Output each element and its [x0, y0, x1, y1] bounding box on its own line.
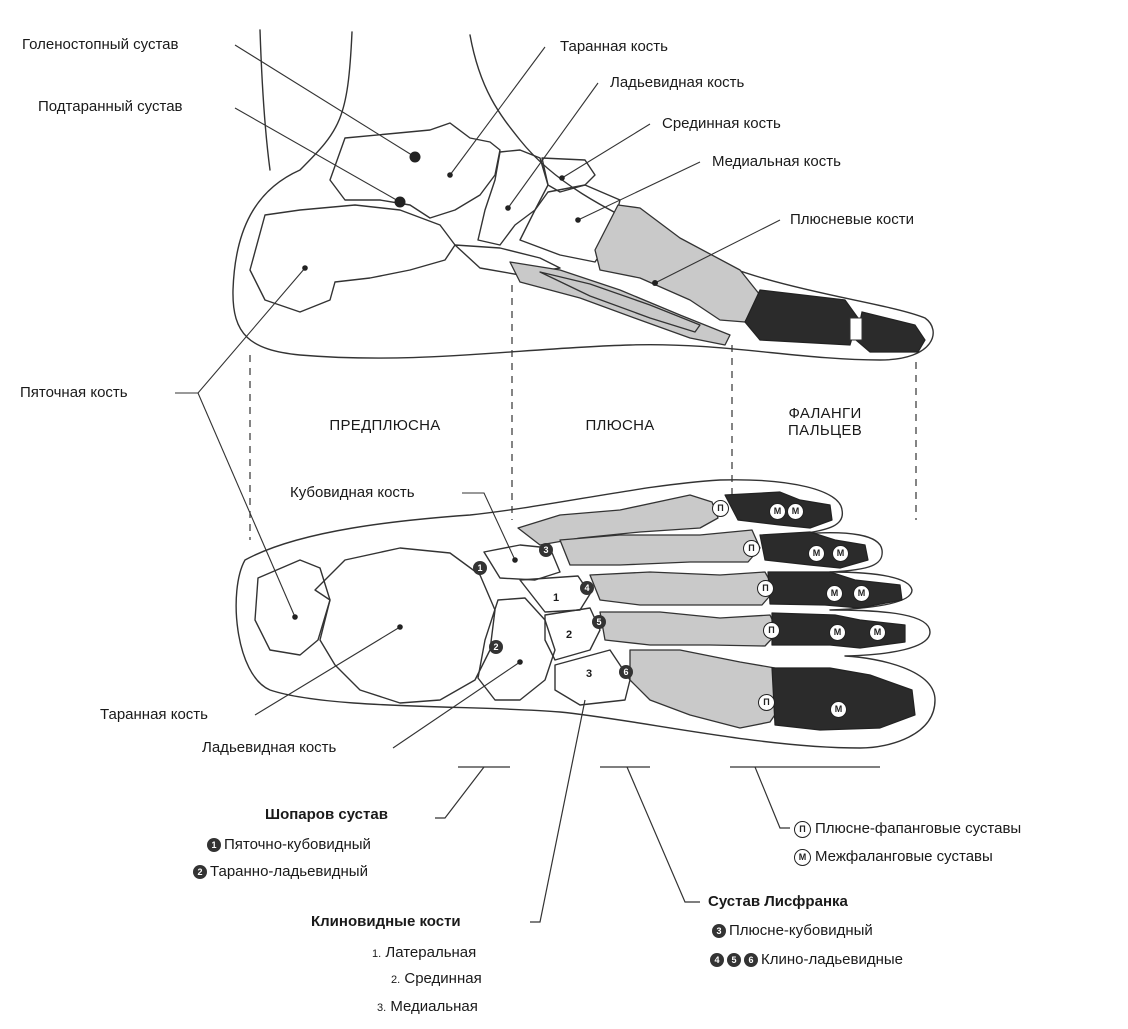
- ip-badge-toe4a: М: [808, 545, 825, 562]
- joint-badge-5: 5: [592, 615, 606, 629]
- mtp-badge-toe5: П: [712, 500, 729, 517]
- top-calcaneus: [254, 559, 331, 656]
- top-metatarsal-3: [589, 571, 776, 606]
- mtp-badge-toe3: П: [757, 580, 774, 597]
- cuneiform-number-2: 2: [566, 629, 573, 641]
- badge-m: М: [794, 849, 811, 866]
- ip-badge-toe5a: М: [769, 503, 786, 520]
- legend-cuneiform-2: 2. Срединная: [391, 970, 482, 987]
- top-cuneiform-2: [544, 607, 601, 661]
- ip-badge-toe3a: М: [826, 585, 843, 602]
- joint-badge-1: 1: [473, 561, 487, 575]
- side-cuboid: [454, 244, 561, 276]
- top-foot-skin-outline: [235, 479, 936, 749]
- joint-badge-6: 6: [619, 665, 633, 679]
- side-calcaneus: [249, 204, 456, 313]
- joint-badge-4: 4: [580, 581, 594, 595]
- badge-5: 5: [727, 953, 741, 967]
- side-proximal-phalanx: [744, 289, 859, 346]
- ip-badge-toe5b: М: [787, 503, 804, 520]
- badge-4: 4: [710, 953, 724, 967]
- side-navicular: [477, 149, 549, 246]
- badge-1: 1: [207, 838, 221, 852]
- mtp-badge-toe4: П: [743, 540, 760, 557]
- section-metatarsus: ПЛЮСНА: [585, 417, 655, 434]
- mtp-badge-toe1: П: [758, 694, 775, 711]
- badge-p: П: [794, 821, 811, 838]
- cuneiform-number-1: 1: [553, 592, 560, 604]
- label-talus-side: Таранная кость: [560, 38, 668, 55]
- label-talus-top: Таранная кость: [100, 706, 208, 723]
- legend-chopart-title: Шопаров сустав: [265, 806, 388, 823]
- joint-badge-3: 3: [539, 543, 553, 557]
- badge-3: 3: [712, 924, 726, 938]
- side-leg-back: [259, 29, 271, 171]
- ip-badge-toe1: М: [830, 701, 847, 718]
- cuneiform-number-3: 3: [586, 668, 593, 680]
- legend-cuneiform-3: 3. Медиальная: [377, 998, 478, 1015]
- label-medial-cuneiform: Медиальная кость: [712, 153, 841, 170]
- label-middle-cuneiform: Срединная кость: [662, 115, 781, 132]
- section-tarsus: ПРЕДПЛЮСНА: [329, 417, 441, 434]
- side-talus: [329, 122, 501, 219]
- side-metatarsal-1: [594, 204, 761, 323]
- top-phalanges-toe-1: [771, 667, 916, 731]
- label-ankle-joint: Голеностопный сустав: [22, 36, 179, 53]
- badge-2: 2: [193, 865, 207, 879]
- legend-cuneiforms-title: Клиновидные кости: [311, 913, 461, 930]
- top-cuneiform-1: [519, 575, 591, 613]
- mtp-badge-toe2: П: [763, 622, 780, 639]
- joint-badge-2: 2: [489, 640, 503, 654]
- legend-lisfranc-title: Сустав Лисфранка: [708, 893, 848, 910]
- ip-badge-toe4b: М: [832, 545, 849, 562]
- legend-cuneiform-1: 1. Латеральная: [372, 944, 477, 961]
- badge-6: 6: [744, 953, 758, 967]
- ip-badge-toe2b: М: [869, 624, 886, 641]
- top-metatarsal-1: [629, 649, 786, 729]
- top-navicular: [477, 597, 556, 701]
- top-metatarsal-2: [599, 611, 779, 647]
- top-cuboid: [483, 544, 561, 581]
- side-distal-phalanx: [855, 311, 926, 353]
- label-navicular-top: Ладьевидная кость: [202, 739, 337, 756]
- section-phalanges: ФАЛАНГИ ПАЛЬЦЕВ: [787, 405, 862, 439]
- label-cuboid: Кубовидная кость: [290, 484, 415, 501]
- side-medial-cuneiform: [519, 184, 621, 263]
- side-metatarsal-3: [539, 271, 701, 333]
- top-cuneiform-3: [554, 649, 631, 706]
- top-talus: [314, 547, 496, 704]
- label-subtalar-joint: Подтаранный сустав: [38, 98, 183, 115]
- label-navicular-side: Ладьевидная кость: [610, 74, 745, 91]
- ip-badge-toe3b: М: [853, 585, 870, 602]
- ip-badge-toe2a: М: [829, 624, 846, 641]
- label-metatarsals: Плюсневые кости: [790, 211, 914, 228]
- label-calcaneus: Пяточная кость: [20, 384, 128, 401]
